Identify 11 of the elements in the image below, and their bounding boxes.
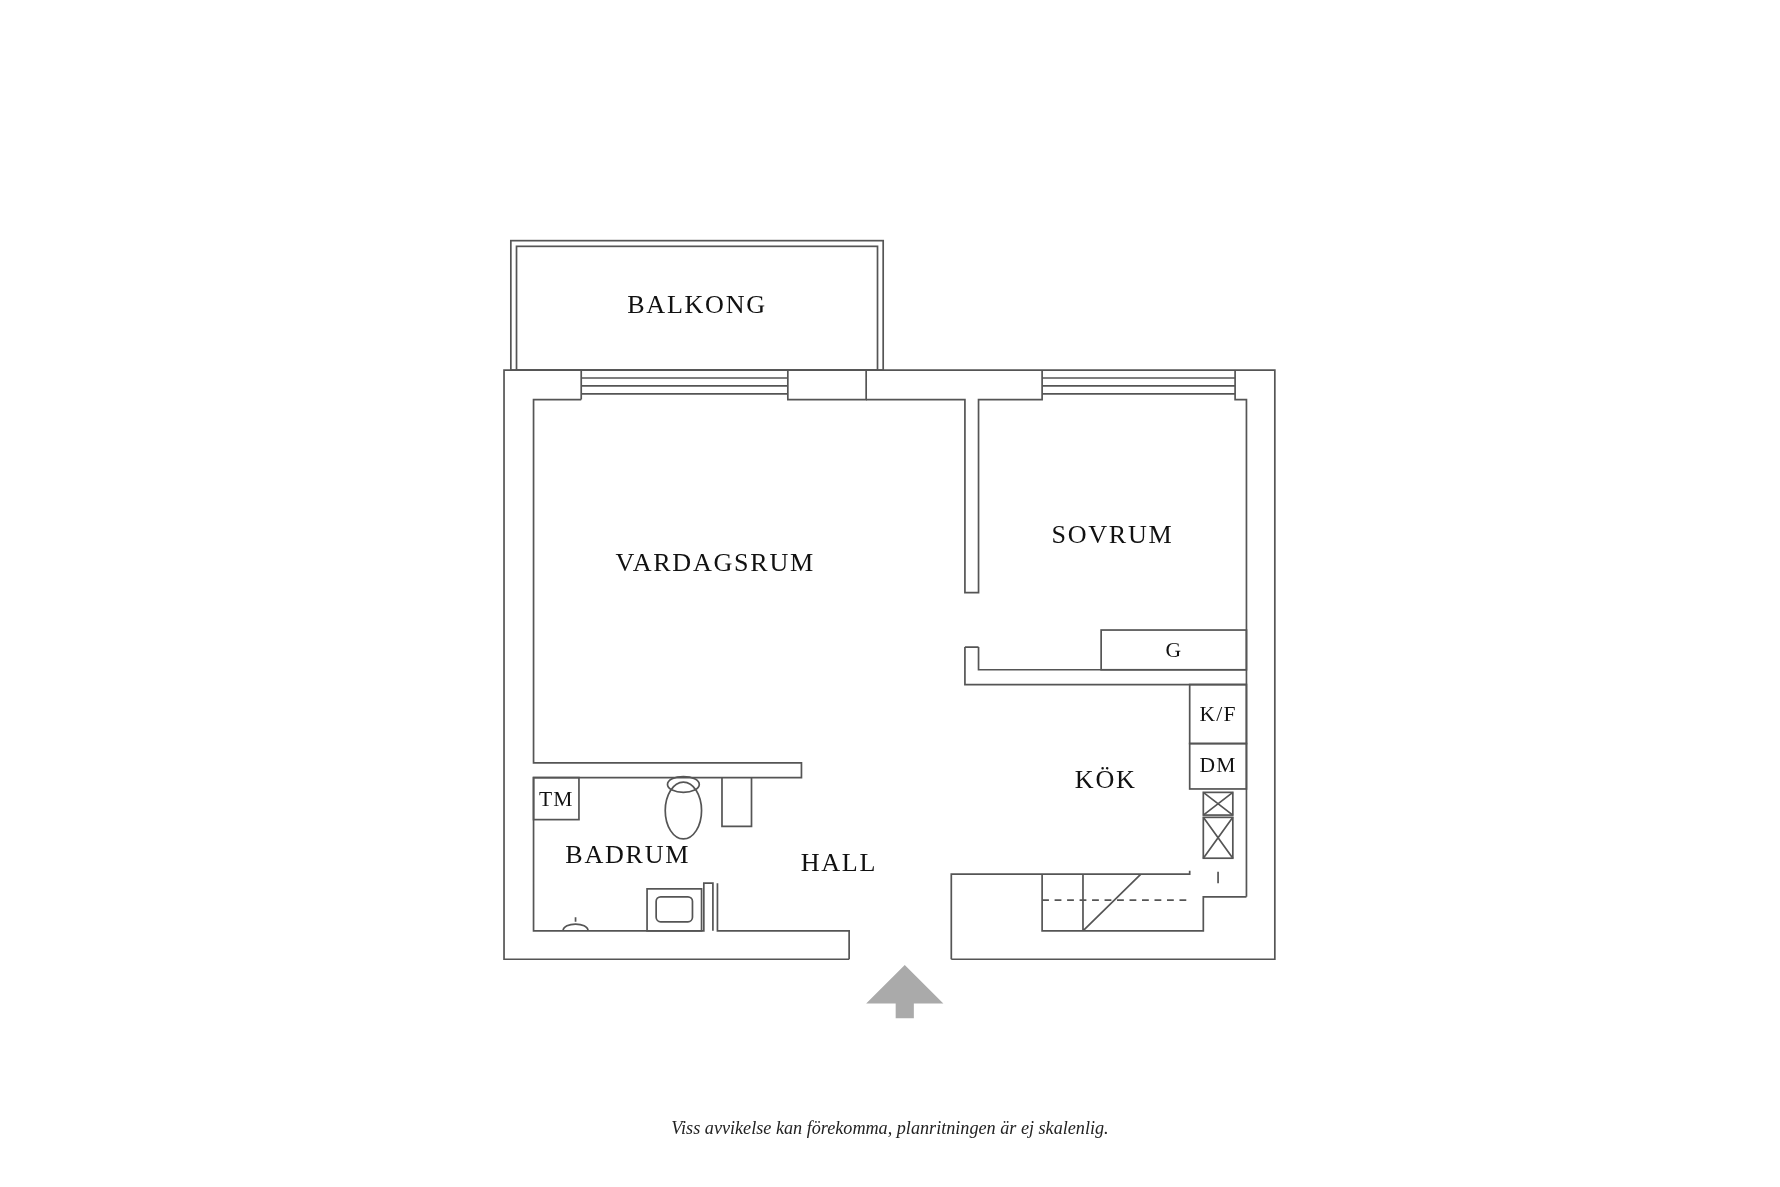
room-label: BADRUM	[565, 839, 691, 869]
room-label: K/F	[1199, 701, 1237, 727]
room-label: KÖK	[1074, 764, 1137, 795]
room-label: SOVRUM	[1051, 519, 1174, 550]
room-label: TM	[538, 786, 574, 812]
room-label: DM	[1199, 752, 1237, 778]
room-label: VARDAGSRUM	[615, 548, 815, 578]
room-label: HALL	[800, 848, 878, 878]
room-label: BALKONG	[627, 290, 767, 321]
caption: Viss avvikelse kan förekomma, planritningen är ej skalenlig.	[671, 1118, 1109, 1138]
room-label: G	[1165, 637, 1183, 663]
